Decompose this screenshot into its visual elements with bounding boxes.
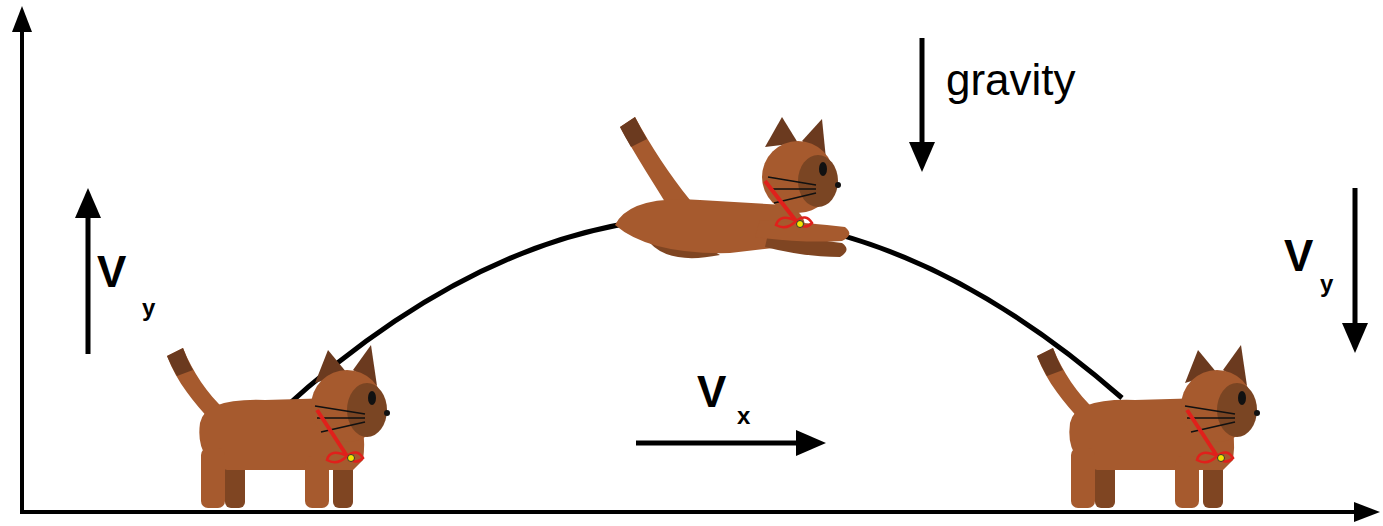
subscript-label: y <box>1320 272 1333 296</box>
velocity-symbol: V <box>1284 234 1313 278</box>
velocity-symbol: V <box>697 370 726 414</box>
force-label: gravity <box>946 58 1076 102</box>
subscript-label: x <box>737 404 750 428</box>
velocity-symbol: V <box>97 250 126 294</box>
subscript-label: y <box>142 296 155 320</box>
